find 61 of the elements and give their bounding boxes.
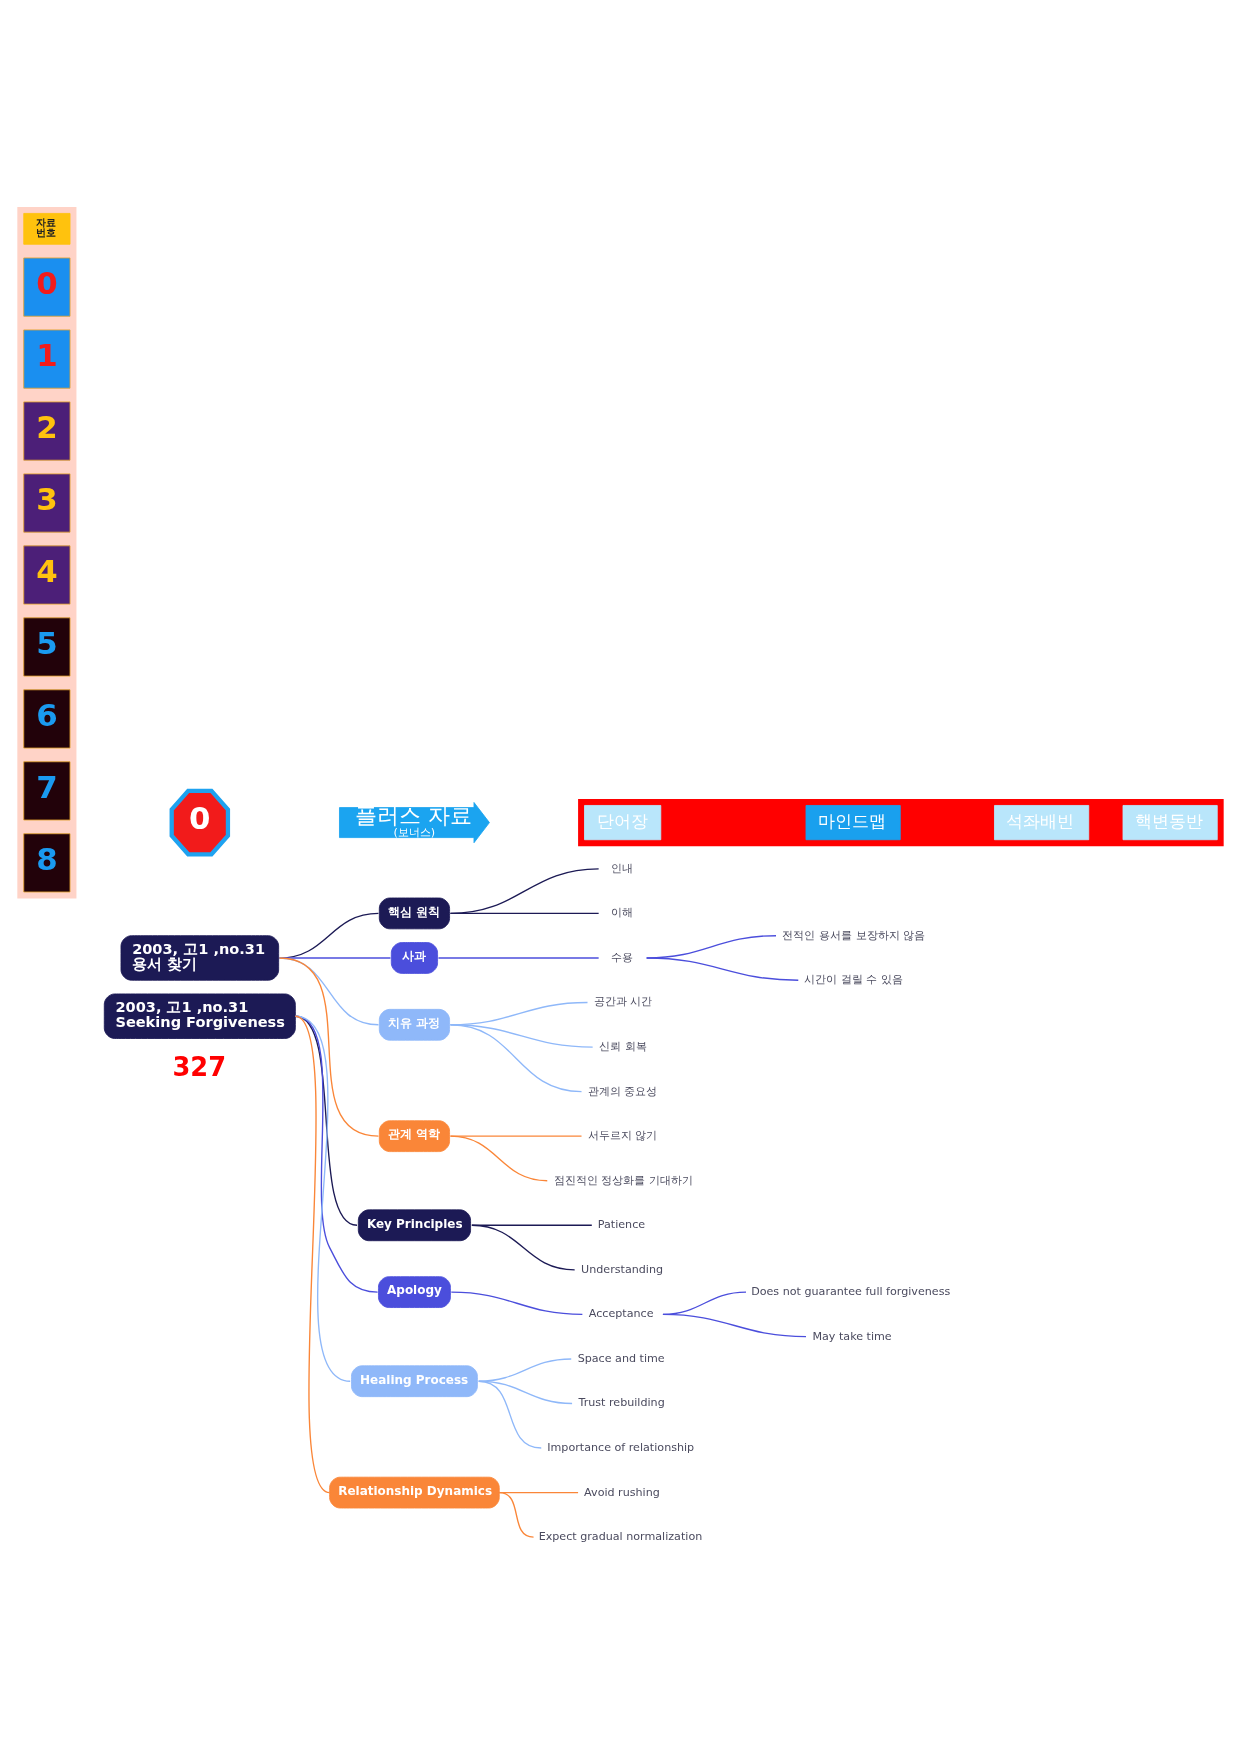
node-box: 핵심 원칙 (378, 897, 450, 930)
node-box: 8 (23, 833, 71, 893)
node-text: 신뢰 회복 (599, 1039, 647, 1053)
node-box: 2003, 고1 ,no.31 용서 찾기 (120, 935, 280, 981)
connector (478, 1358, 572, 1382)
node-box: 사과 (390, 942, 438, 974)
connector (449, 1135, 548, 1182)
node-text: 서두르지 않기 (587, 1129, 658, 1143)
node-text: Space and time (577, 1351, 665, 1365)
connector (294, 1015, 331, 1494)
node-box: 1 (23, 329, 71, 389)
node-box: 3 (23, 473, 71, 533)
node-box: 자료 번호 (23, 213, 71, 245)
node-text: Patience (597, 1218, 646, 1232)
node-text: Understanding (581, 1262, 664, 1276)
node-box: 치유 과정 (378, 1008, 450, 1041)
connector (645, 957, 799, 981)
node-text: 시간이 걸릴 수 있음 (804, 973, 903, 987)
node-box: 2 (23, 401, 71, 461)
node-box: 5 (23, 617, 71, 677)
node-text: Trust rebuilding (578, 1396, 665, 1410)
connector (471, 1224, 576, 1271)
node-text: Avoid rushing (584, 1485, 660, 1499)
node-text: 인내 (611, 861, 634, 875)
node-box: 2003, 고1 ,no.31 Seeking Forgiveness (103, 993, 296, 1039)
node-text: Does not guarantee full forgiveness (751, 1285, 951, 1299)
node-box: Key Principles (357, 1209, 471, 1242)
connector (449, 868, 600, 915)
node-text: 이해 (611, 906, 634, 920)
node-box: 석좌배빈 (994, 805, 1090, 841)
node-box: 0 (23, 257, 71, 317)
node-text: Importance of relationship (547, 1440, 695, 1454)
cluster (17, 207, 77, 899)
node-text: 관계의 중요성 (587, 1084, 658, 1098)
node-text: 점진적인 정상화를 기대하기 (553, 1173, 693, 1187)
node-box: 7 (23, 761, 71, 821)
connector (437, 957, 600, 959)
node-text: 전적인 용서를 보장하지 않음 (782, 928, 926, 942)
node-box: 관계 역학 (378, 1120, 450, 1153)
connector (449, 912, 600, 915)
connector (450, 1291, 584, 1316)
node-box: 마인드맵 (805, 805, 901, 841)
connector (662, 1313, 807, 1338)
node-text: 공간과 시간 (593, 995, 653, 1009)
label: 327 (172, 1051, 227, 1082)
node-text: Expect gradual normalization (538, 1530, 703, 1544)
connector (449, 1024, 583, 1093)
node-box: 핵변동반 (1122, 805, 1218, 841)
connector (478, 1380, 542, 1449)
node-text: May take time (812, 1329, 892, 1343)
node-text: 수용 (611, 950, 634, 964)
node-box: 단어장 (584, 805, 662, 841)
node-box: Relationship Dynamics (329, 1476, 500, 1509)
node-box: 6 (23, 689, 71, 749)
node-box: Apology (378, 1276, 451, 1308)
node-text: Acceptance (588, 1307, 654, 1321)
node-box: Healing Process (351, 1365, 478, 1398)
node-box: 4 (23, 545, 71, 605)
connector (498, 1491, 535, 1538)
connector (449, 1135, 583, 1137)
cluster (578, 799, 1224, 847)
